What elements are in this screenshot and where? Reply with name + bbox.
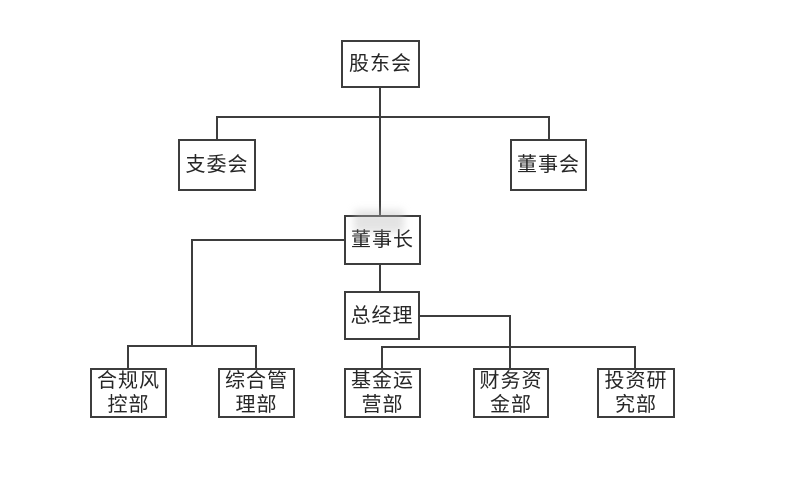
org-node-fund-operations-dept: 基金运 营部	[344, 368, 421, 418]
org-node-label-chairman: 董事长	[351, 229, 414, 251]
org-node-finance-treasury-dept: 财务资 金部	[473, 368, 549, 418]
connector-to-finance-treasury	[509, 315, 511, 368]
connector-gm-right-horizontal	[420, 315, 511, 317]
connector-to-fund-operations	[381, 346, 383, 368]
org-node-general-mgmt-dept: 综合管 理部	[218, 368, 295, 418]
connector-to-board-of-directors	[548, 116, 550, 139]
org-node-label-general-mgmt-dept: 综合管 理部	[225, 370, 288, 416]
org-node-investment-research-dept: 投资研 究部	[597, 368, 675, 418]
org-node-branch-committee: 支委会	[178, 139, 256, 191]
connector-to-general-mgmt	[255, 345, 257, 368]
org-node-general-manager: 总经理	[344, 291, 420, 340]
connector-left-group-horizontal	[127, 345, 257, 347]
org-node-label-shareholders-meeting: 股东会	[349, 53, 412, 75]
org-node-label-investment-research-dept: 投资研 究部	[604, 370, 668, 416]
connector-level2-horizontal	[216, 116, 550, 118]
org-node-label-compliance-risk-dept: 合规风 控部	[97, 370, 160, 416]
org-node-label-board-of-directors: 董事会	[517, 154, 580, 176]
connector-to-investment-research	[634, 346, 636, 368]
org-node-board-of-directors: 董事会	[510, 139, 587, 191]
org-node-label-fund-operations-dept: 基金运 营部	[351, 370, 414, 416]
connector-shareholders-down	[379, 88, 381, 215]
org-node-chairman: 董事长	[344, 215, 421, 265]
connector-chairman-left-horizontal	[191, 239, 344, 241]
connector-left-branch-vertical	[191, 239, 193, 347]
connector-right-group-horizontal	[381, 346, 635, 348]
org-node-label-finance-treasury-dept: 财务资 金部	[479, 370, 543, 416]
org-node-compliance-risk-dept: 合规风 控部	[90, 368, 167, 418]
org-node-shareholders-meeting: 股东会	[341, 40, 420, 88]
connector-chairman-to-gm	[379, 265, 381, 291]
connector-to-compliance-risk	[127, 345, 129, 368]
connector-to-branch-committee	[216, 116, 218, 139]
org-node-label-branch-committee: 支委会	[185, 154, 249, 176]
org-node-label-general-manager: 总经理	[350, 304, 414, 327]
